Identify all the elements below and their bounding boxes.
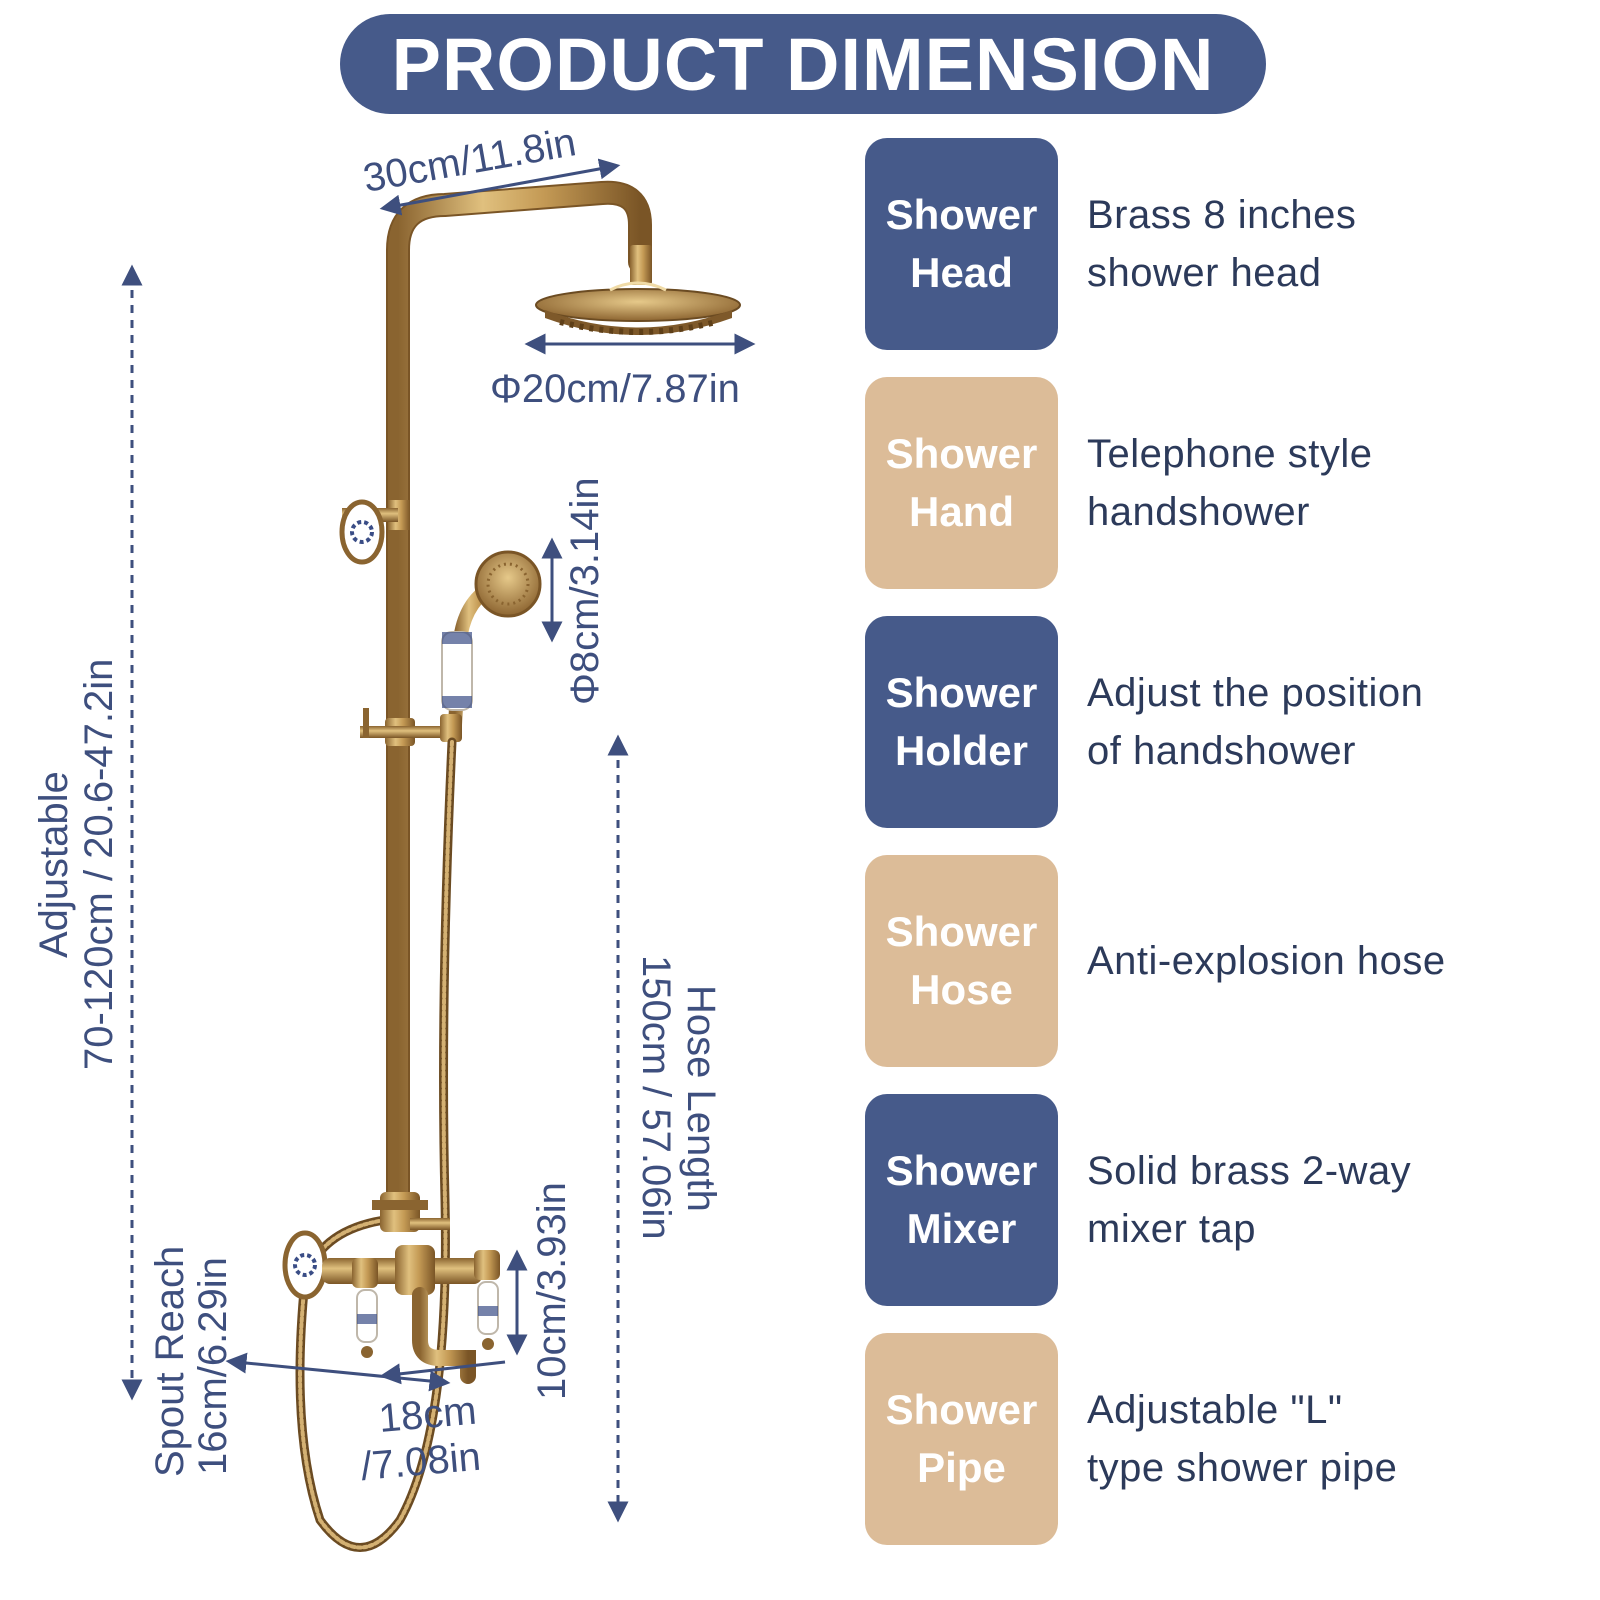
feature-row-shower-hose: Shower Hose Anti-explosion hose [865,855,1600,1067]
head-diameter-label: Φ20cm/7.87in [490,367,740,411]
mixer-width-label: 18cm [377,1389,478,1441]
hose-length-label: Hose Length [679,985,723,1212]
spout-reach-value: 16cm/6.29in [191,1257,235,1475]
hand-diameter-label: Φ8cm/3.14in [563,477,607,705]
feature-badge: Shower Pipe [865,1333,1058,1545]
feature-description: Telephone style handshower [1087,432,1373,534]
shower-head [535,281,741,335]
adjustable-label: Adjustable [32,771,76,958]
feature-description: Brass 8 inches shower head [1087,193,1357,295]
dimension-lines [121,158,756,1523]
hand-shower [441,550,542,732]
page-title-banner: PRODUCT DIMENSION [340,14,1266,114]
page-title: PRODUCT DIMENSION [391,22,1215,106]
feature-badge: Shower Mixer [865,1094,1058,1306]
feature-row-shower-holder: Shower Holder Adjust the position of han… [865,616,1600,828]
spout-reach-label: Spout Reach [148,1246,192,1477]
feature-badge: Shower Hose [865,855,1058,1067]
feature-row-shower-head: Shower Head Brass 8 inches shower head [865,138,1600,350]
hose-length-value: 150cm / 57.06in [634,955,678,1240]
shower-holder [360,708,462,746]
feature-list: Shower Head Brass 8 inches shower head S… [865,0,1600,1600]
feature-row-shower-pipe: Shower Pipe Adjustable "L" type shower p… [865,1333,1600,1545]
feature-row-shower-mixer: Shower Mixer Solid brass 2-way mixer tap [865,1094,1600,1306]
feature-description: Adjustable "L" type shower pipe [1087,1388,1398,1490]
adjustable-value: 70-120cm / 20.6-47.2in [77,659,121,1070]
feature-badge: Shower Head [865,138,1058,350]
mixer-width-inch-label: /7.08in [359,1435,482,1489]
mixer-height-label: 10cm/3.93in [530,1182,574,1400]
shower-mixer [282,1192,500,1384]
wall-bracket-upper [339,499,398,565]
feature-description: Adjust the position of handshower [1087,671,1424,773]
feature-description: Solid brass 2-way mixer tap [1087,1149,1412,1251]
feature-badge: Shower Holder [865,616,1058,828]
feature-badge: Shower Hand [865,377,1058,589]
shower-illustration: 30cm/11.8in Φ20cm/7.87in Φ8cm/3.14in Adj… [32,120,756,1552]
feature-row-shower-hand: Shower Hand Telephone style handshower [865,377,1600,589]
feature-description: Anti-explosion hose [1087,939,1446,983]
